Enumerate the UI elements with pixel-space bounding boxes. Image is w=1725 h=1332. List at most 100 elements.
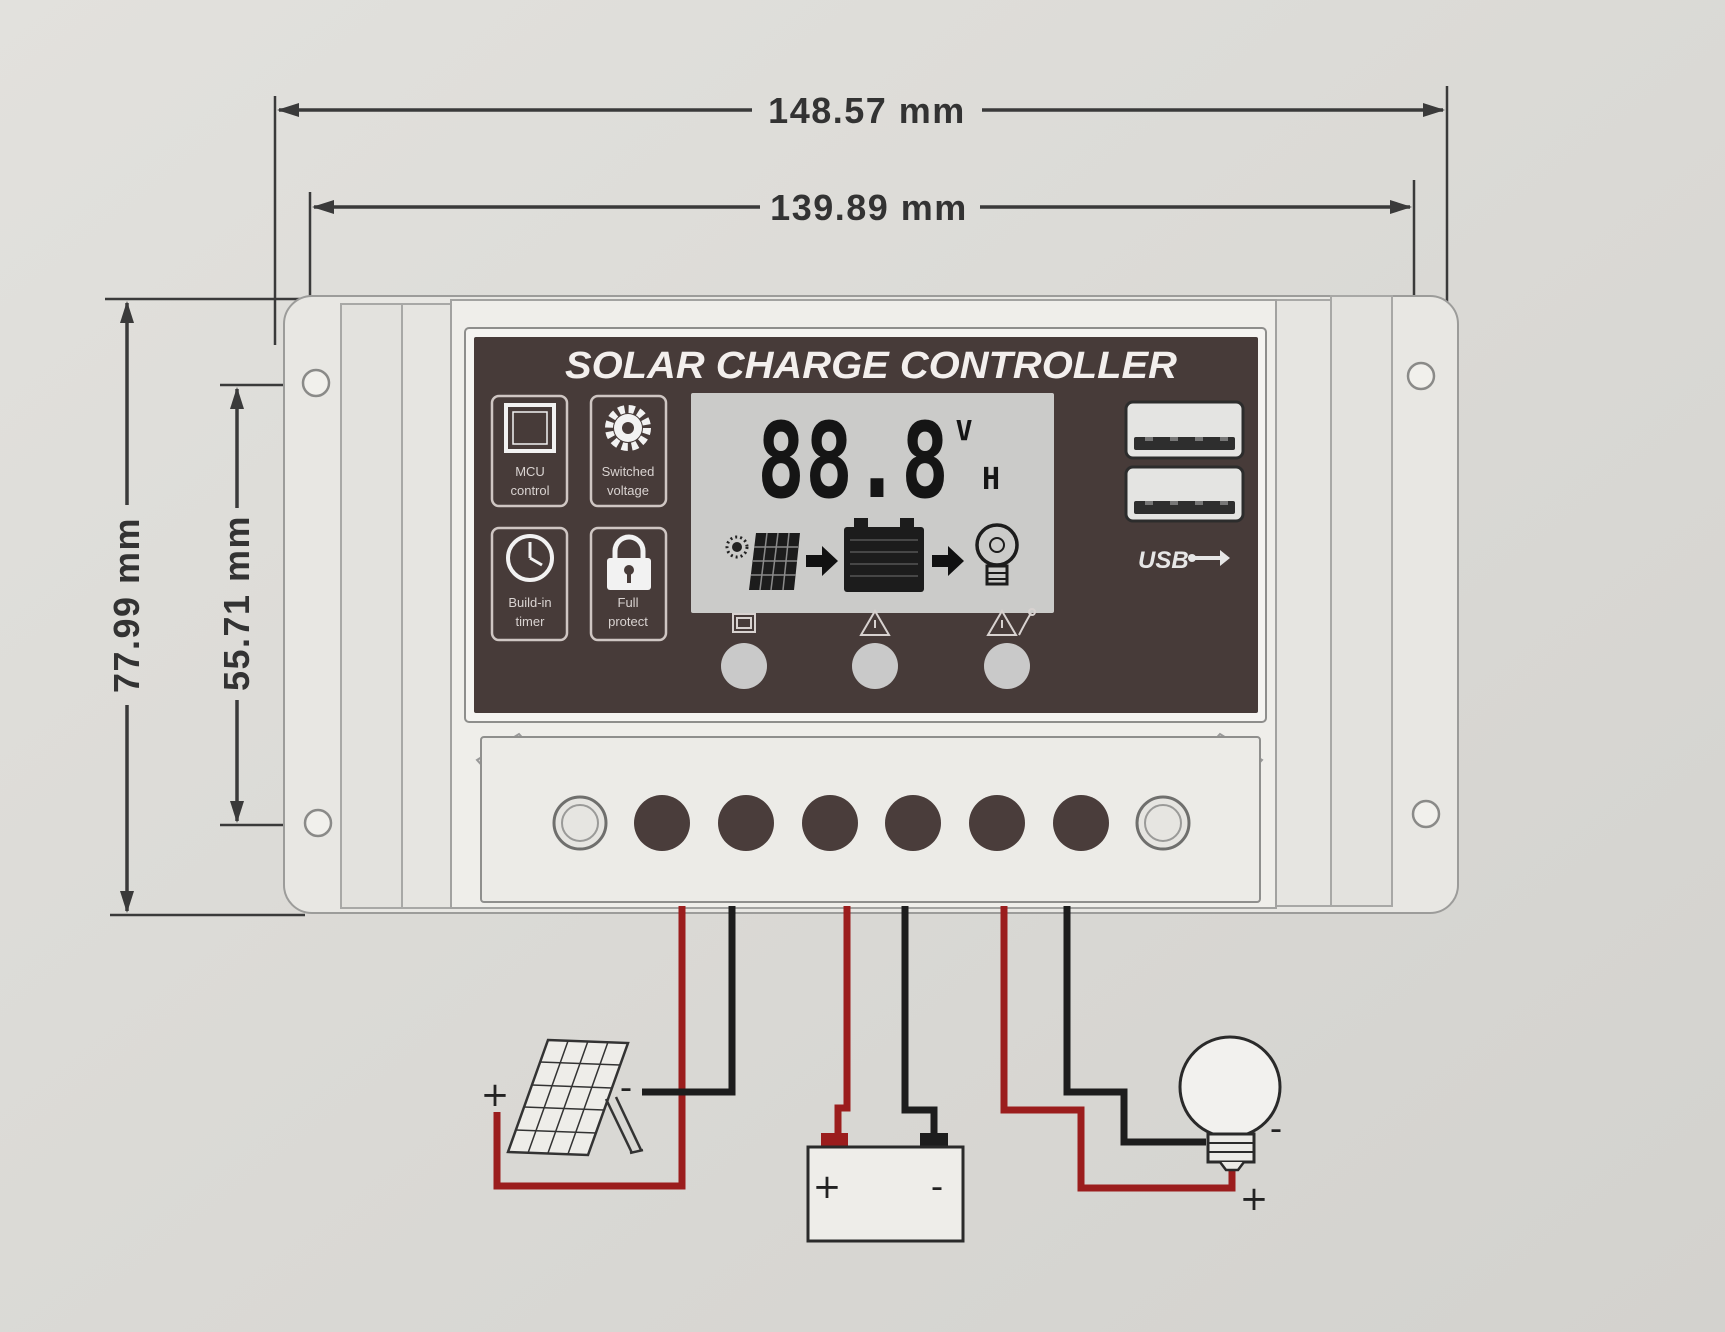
- clock-icon: [506, 534, 554, 582]
- arrowhead: [1390, 200, 1412, 214]
- battery-positive-terminal: [821, 1133, 848, 1148]
- feature-timer: Build-in timer: [490, 526, 569, 642]
- product-title: SOLAR CHARGE CONTROLLER: [565, 345, 1178, 387]
- battery-negative-sign: -: [931, 1167, 943, 1207]
- lcd-screen: 88.8 V H: [691, 393, 1054, 613]
- warning-icon: [859, 609, 891, 636]
- usb-port-slot: [1134, 437, 1235, 450]
- feature-box: [589, 394, 668, 508]
- load-positive-sign: +: [1240, 1179, 1269, 1219]
- dimension-overall-height: [105, 297, 305, 917]
- gear-icon: [605, 405, 651, 451]
- solar-negative-sign: -: [620, 1068, 632, 1108]
- negative-wires: [642, 906, 1206, 1146]
- terminal-solar-negative: [718, 795, 774, 851]
- battery-icon: [844, 518, 924, 592]
- bulb-icon: [975, 523, 1019, 586]
- wire-load-negative: [1063, 906, 1206, 1146]
- lock-icon: [607, 534, 651, 590]
- feature-full-protect: Full protect: [589, 526, 668, 642]
- solar-panel-grid: [515, 1040, 621, 1155]
- lcd-reading: 88.8: [757, 400, 949, 522]
- load-negative-sign: -: [1270, 1109, 1282, 1149]
- sun-icon: [725, 535, 749, 559]
- positive-wires: [493, 906, 1236, 1192]
- arrow-right-icon: [932, 546, 964, 576]
- feature-label: MCU: [515, 464, 545, 479]
- feature-label: protect: [608, 614, 648, 629]
- feature-switched-voltage: Switched voltage: [589, 394, 668, 508]
- terminal-battery-negative: [885, 795, 941, 851]
- terminal-block: [475, 732, 1264, 903]
- dimension-mounting-hole-width: [308, 180, 1416, 378]
- overall-height-label: 77.99 mm: [106, 517, 147, 693]
- lcd-unit-volts: V: [956, 414, 973, 447]
- battery-negative-terminal: [920, 1133, 948, 1148]
- arrowhead: [120, 891, 134, 913]
- usb-port-teeth: [1145, 501, 1228, 505]
- terminal-load-negative: [1053, 795, 1109, 851]
- arrowhead: [230, 387, 244, 409]
- battery-illustration: + -: [806, 1133, 965, 1243]
- feature-label: voltage: [607, 483, 649, 498]
- load-bulb-illustration: - +: [1178, 1035, 1282, 1219]
- button-menu: [721, 643, 767, 689]
- terminal-battery-positive: [802, 795, 858, 851]
- usb-ports: USB: [1124, 400, 1245, 574]
- menu-icon: [732, 613, 756, 633]
- terminal-solar-positive: [634, 795, 690, 851]
- feature-label: control: [510, 483, 549, 498]
- feature-box: [490, 526, 569, 642]
- button-set: [852, 643, 898, 689]
- solar-panel-stand: [604, 1096, 644, 1155]
- usb-port-slot: [1134, 501, 1235, 514]
- solar-panel-icon: [749, 532, 800, 591]
- terminal-load-positive: [969, 795, 1025, 851]
- arrow-right-icon: [806, 546, 838, 576]
- mounting-hole: [1411, 799, 1441, 829]
- solar-positive-sign: +: [481, 1075, 510, 1115]
- mounting-hole: [1406, 361, 1436, 391]
- mounting-hole-width-label: 139.89 mm: [770, 187, 968, 228]
- wire-load-positive: [1000, 906, 1236, 1192]
- usb-port-teeth: [1145, 437, 1228, 441]
- right-rail-inner: [1275, 299, 1332, 907]
- mounting-hole-height-label: 55.71 mm: [216, 515, 257, 691]
- arrowhead: [120, 301, 134, 323]
- feature-mcu-control: MCU control: [490, 394, 569, 508]
- mounting-hole: [303, 808, 333, 838]
- mounting-hole: [301, 368, 331, 398]
- feature-box: [589, 526, 668, 642]
- bulb-tip: [1219, 1161, 1245, 1172]
- feature-box: [490, 394, 569, 508]
- chip-icon: [504, 403, 556, 453]
- battery-case: [806, 1145, 965, 1243]
- overall-width-label: 148.57 mm: [768, 90, 966, 131]
- terminal-block-body: [480, 736, 1261, 903]
- battery-positive-sign: +: [813, 1167, 842, 1207]
- lcd-unit-hours: H: [982, 462, 1000, 497]
- solar-panel-illustration: + -: [481, 1038, 644, 1157]
- usb-label: USB: [1138, 547, 1189, 574]
- control-buttons: [721, 608, 1036, 689]
- bulb-base: [1206, 1132, 1256, 1164]
- wire-solar-negative: [642, 906, 736, 1096]
- arrowhead: [277, 103, 299, 117]
- wire-battery-negative: [901, 906, 938, 1134]
- bulb-glass: [1178, 1035, 1282, 1139]
- fixing-screw-ring: [561, 804, 599, 842]
- feature-label: Build-in: [508, 595, 551, 610]
- arrowhead: [1423, 103, 1445, 117]
- fixing-screw-ring: [1144, 804, 1182, 842]
- wire-battery-positive: [834, 906, 851, 1140]
- load-warning-icon: [986, 608, 1036, 636]
- usb-trident-icon: [1188, 550, 1230, 566]
- left-rail-outer: [340, 303, 403, 909]
- right-rail-outer: [1330, 295, 1393, 907]
- arrowhead: [230, 801, 244, 823]
- left-rail-inner: [401, 303, 452, 909]
- feature-label: timer: [516, 614, 546, 629]
- feature-label: Switched: [602, 464, 655, 479]
- arrowhead: [312, 200, 334, 214]
